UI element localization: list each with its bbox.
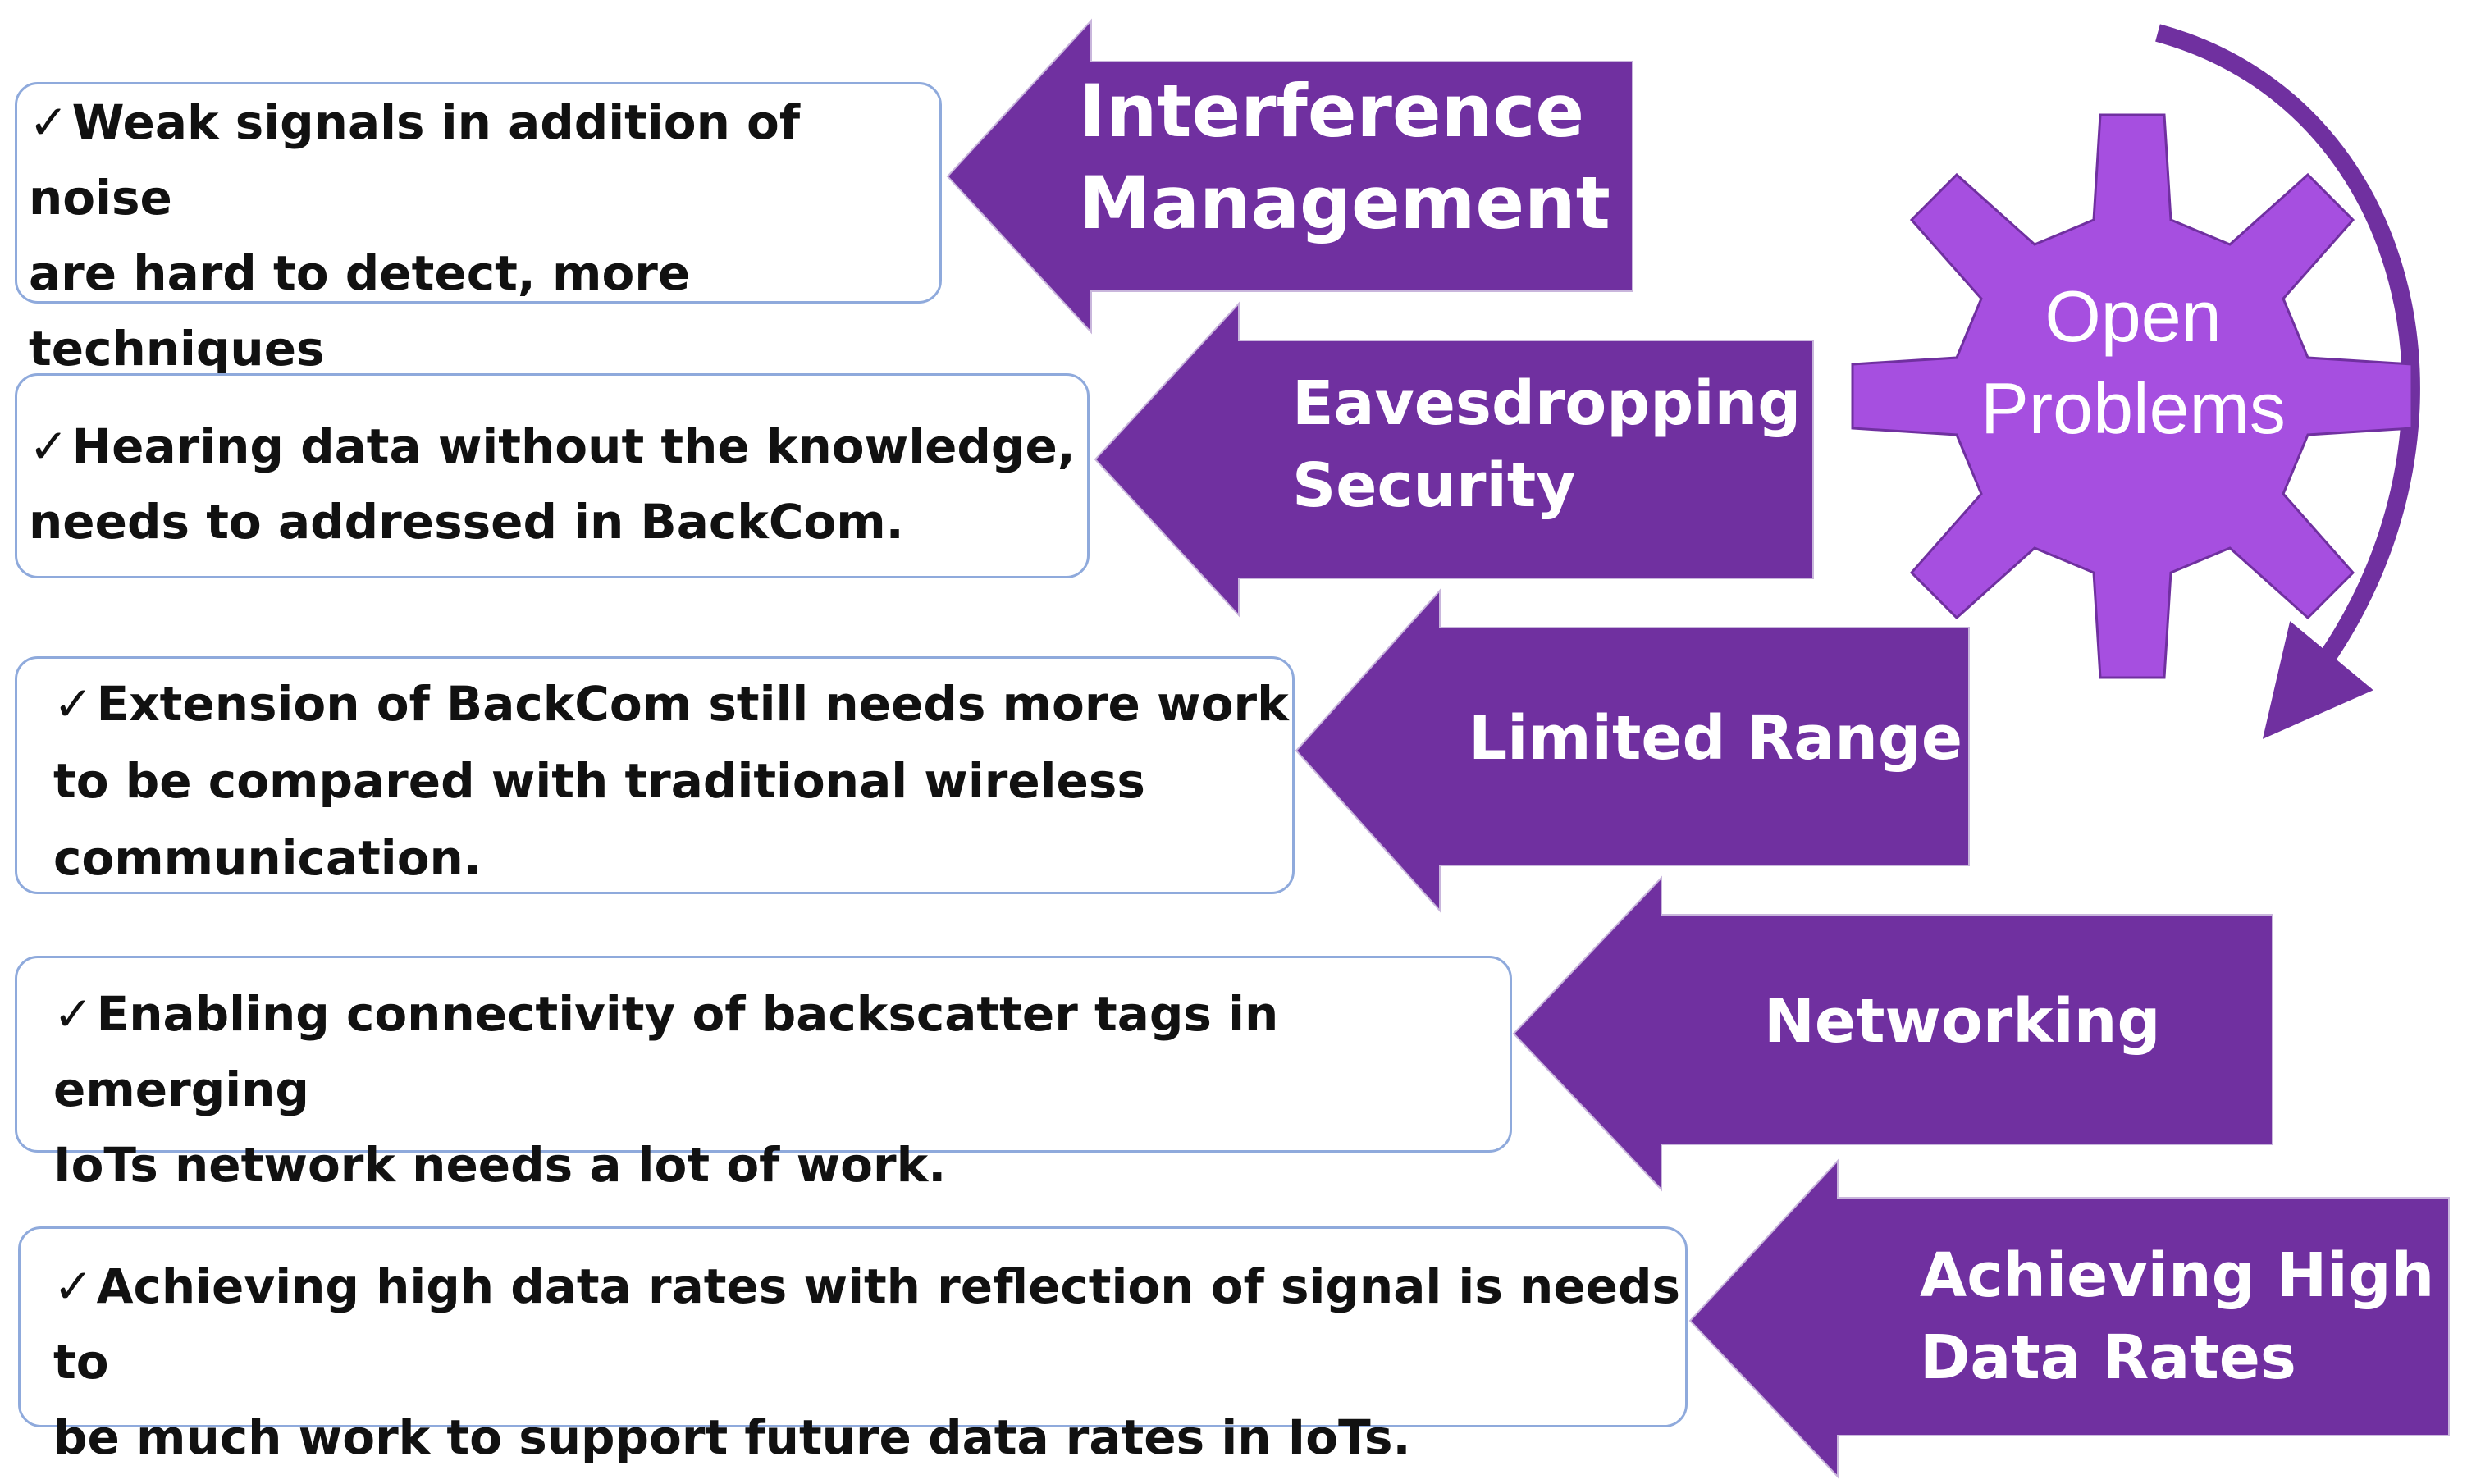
description-line: ✓Enabling connectivity of backscatter ta…	[53, 986, 1279, 1117]
check-icon: ✓	[53, 676, 94, 732]
arrow-eavesdropping-security	[1094, 301, 1814, 618]
arrow-title-line: Eavesdropping	[1292, 368, 1802, 439]
arrow-title-line: Interference	[1079, 69, 1585, 153]
description-box-limited-range: ✓Extension of BackCom still needs more w…	[15, 656, 1295, 894]
curved-arrow-icon	[2155, 24, 2420, 739]
description-line: be much work to support future data rate…	[53, 1409, 1411, 1465]
arrow-title-networking: Networking	[1764, 980, 2160, 1062]
arrow-title-line: Limited Range	[1469, 703, 1963, 774]
hub-label: Open Problems	[1887, 271, 2379, 454]
check-icon: ✓	[29, 94, 69, 150]
arrow-networking	[1512, 875, 2273, 1192]
arrow-title-line: Achieving High	[1920, 1240, 2435, 1311]
arrow-limited-range	[1295, 588, 1970, 913]
description-line: communication.	[53, 830, 482, 886]
description-line: needs to addressed in BackCom.	[29, 494, 904, 550]
arrow-title-line: Security	[1292, 450, 1576, 521]
description-line: IoTs network needs a lot of work.	[53, 1137, 947, 1193]
description-line: to be compared with traditional wireless	[53, 753, 1145, 809]
check-icon: ✓	[53, 1258, 94, 1314]
arrow-title-achieving-high-data-rates: Achieving High Data Rates	[1920, 1235, 2434, 1399]
description-box-eavesdropping: ✓Hearing data without the knowledge, nee…	[15, 373, 1090, 578]
arrow-title-line: Networking	[1764, 986, 2161, 1057]
description-box-networking: ✓Enabling connectivity of backscatter ta…	[15, 956, 1512, 1193]
description-line: ✓Hearing data without the knowledge,	[29, 418, 1076, 474]
hub-label-line2: Problems	[1980, 368, 2286, 449]
description-line: ✓Achieving high data rates with reflecti…	[53, 1258, 1681, 1390]
hub-label-line1: Open	[2044, 276, 2222, 357]
arrow-title-line: Management	[1079, 161, 1610, 245]
arrow-achieving-high-data-rates	[1688, 1158, 2450, 1479]
arrow-title-limited-range: Limited Range	[1469, 697, 1962, 779]
description-line: ✓Extension of BackCom still needs more w…	[53, 676, 1289, 732]
description-line: are hard to detect, more techniques	[29, 245, 691, 377]
arrow-interference-management	[946, 18, 1633, 335]
description-box-interference: ✓Weak signals in addition of noise are h…	[15, 82, 942, 452]
check-icon: ✓	[29, 418, 69, 474]
arrow-title-line: Data Rates	[1920, 1322, 2296, 1393]
arrow-title-eavesdropping-security: Eavesdropping Security	[1292, 363, 1801, 527]
check-icon: ✓	[53, 986, 94, 1042]
description-line: ✓Weak signals in addition of noise	[29, 94, 801, 226]
description-box-data-rates: ✓Achieving high data rates with reflecti…	[18, 1226, 1688, 1465]
gear-icon	[1851, 113, 2414, 679]
arrow-title-interference-management: Interference Management	[1079, 66, 1610, 249]
